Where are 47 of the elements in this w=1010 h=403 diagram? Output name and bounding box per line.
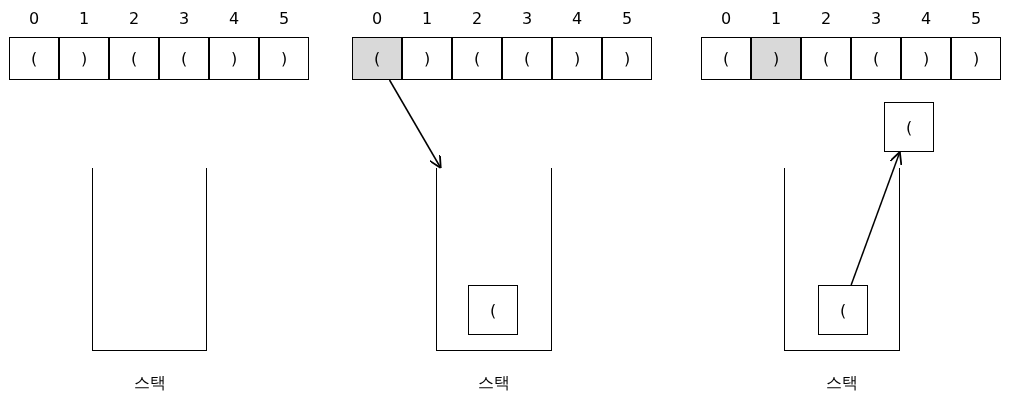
array-cell: ) xyxy=(209,37,259,80)
index-number: 4 xyxy=(920,9,932,28)
arrow xyxy=(850,151,903,286)
index-number: 3 xyxy=(521,9,533,28)
array-cell: ) xyxy=(602,37,652,80)
index-number: 5 xyxy=(278,9,290,28)
popped-item: ( xyxy=(884,102,934,152)
array-cell: ( xyxy=(452,37,502,80)
array-cell: ) xyxy=(59,37,109,80)
stack-caption: 스택 xyxy=(133,373,166,394)
index-number: 4 xyxy=(228,9,240,28)
array-cell: ) xyxy=(552,37,602,80)
stack-container xyxy=(784,168,900,351)
index-number: 1 xyxy=(421,9,433,28)
index-number: 0 xyxy=(720,9,732,28)
stack-container xyxy=(436,168,552,351)
index-number: 4 xyxy=(571,9,583,28)
index-number: 5 xyxy=(621,9,633,28)
array-cell: ( xyxy=(9,37,59,80)
array-cell: ) xyxy=(951,37,1001,80)
index-number: 5 xyxy=(970,9,982,28)
array-cell: ) xyxy=(901,37,951,80)
stack-caption: 스택 xyxy=(478,373,510,394)
array-cell: ( xyxy=(159,37,209,80)
array-cell: ( xyxy=(851,37,901,80)
index-number: 0 xyxy=(28,9,40,28)
array-cell: ( xyxy=(352,37,402,80)
stack-container xyxy=(92,168,207,351)
stack-caption: 스택 xyxy=(826,373,858,394)
array-cell: ) xyxy=(751,37,801,80)
stack-item: ( xyxy=(468,285,518,335)
index-number: 3 xyxy=(178,9,190,28)
array-cell: ( xyxy=(701,37,751,80)
array-cell: ( xyxy=(801,37,851,80)
index-number: 1 xyxy=(78,9,90,28)
arrow xyxy=(388,79,442,169)
array-cell: ( xyxy=(109,37,159,80)
index-number: 0 xyxy=(371,9,383,28)
stack-item: ( xyxy=(818,285,868,335)
index-number: 3 xyxy=(870,9,882,28)
array-cell: ) xyxy=(259,37,309,80)
index-number: 2 xyxy=(128,9,140,28)
array-cell: ( xyxy=(502,37,552,80)
index-number: 2 xyxy=(471,9,483,28)
array-cell: ) xyxy=(402,37,452,80)
index-number: 2 xyxy=(820,9,832,28)
index-number: 1 xyxy=(770,9,782,28)
